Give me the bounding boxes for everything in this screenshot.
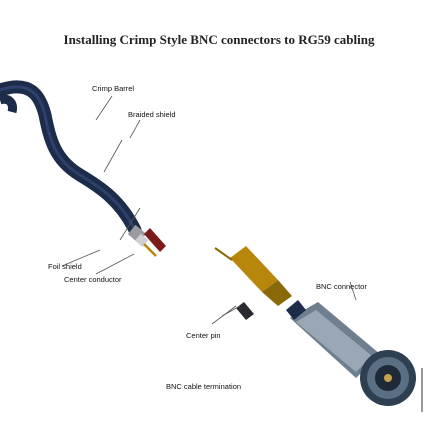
label-braided-shield: Braided shield bbox=[128, 110, 176, 119]
bnc-termination-part bbox=[286, 300, 423, 412]
label-center-pin: Center pin bbox=[186, 331, 221, 340]
label-foil-shield: Foil shield bbox=[48, 262, 82, 271]
bnc-connector-part bbox=[214, 246, 292, 306]
label-center-conductor: Center conductor bbox=[64, 275, 122, 284]
cable-end-prep bbox=[127, 224, 166, 257]
coax-cable bbox=[0, 80, 142, 237]
leader-lines bbox=[61, 95, 357, 325]
label-crimp-barrel: Crimp Barrel bbox=[92, 84, 135, 93]
label-bnc-connector: BNC connector bbox=[316, 282, 367, 291]
label-bnc-termination: BNC cable termination bbox=[166, 382, 242, 391]
center-pin-part bbox=[236, 302, 254, 320]
diagram-title: Installing Crimp Style BNC connectors to… bbox=[63, 32, 375, 47]
